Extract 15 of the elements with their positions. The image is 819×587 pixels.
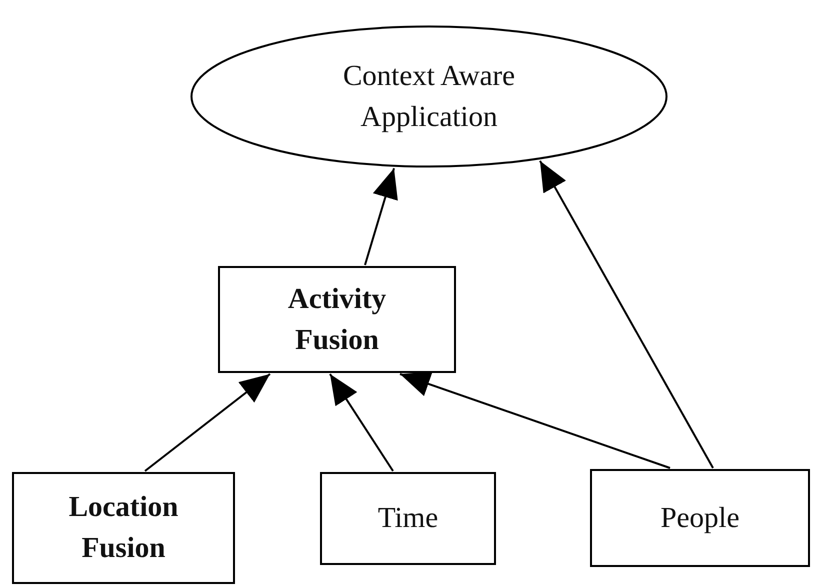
arrow xyxy=(400,372,670,469)
ellipse-node xyxy=(190,25,668,168)
arrow xyxy=(539,160,714,468)
process-box xyxy=(590,469,810,567)
process-box xyxy=(320,472,496,565)
node-label: Context Aware Application xyxy=(342,58,516,134)
arrow xyxy=(364,168,398,266)
arrow xyxy=(144,373,271,472)
node-label: Location Fusion xyxy=(68,490,180,566)
process-box xyxy=(12,472,235,584)
node-label: Activity Fusion xyxy=(286,282,388,358)
process-box xyxy=(218,266,456,373)
node-label: Time xyxy=(378,501,438,536)
arrow xyxy=(329,373,394,472)
node-label: People xyxy=(660,500,740,536)
